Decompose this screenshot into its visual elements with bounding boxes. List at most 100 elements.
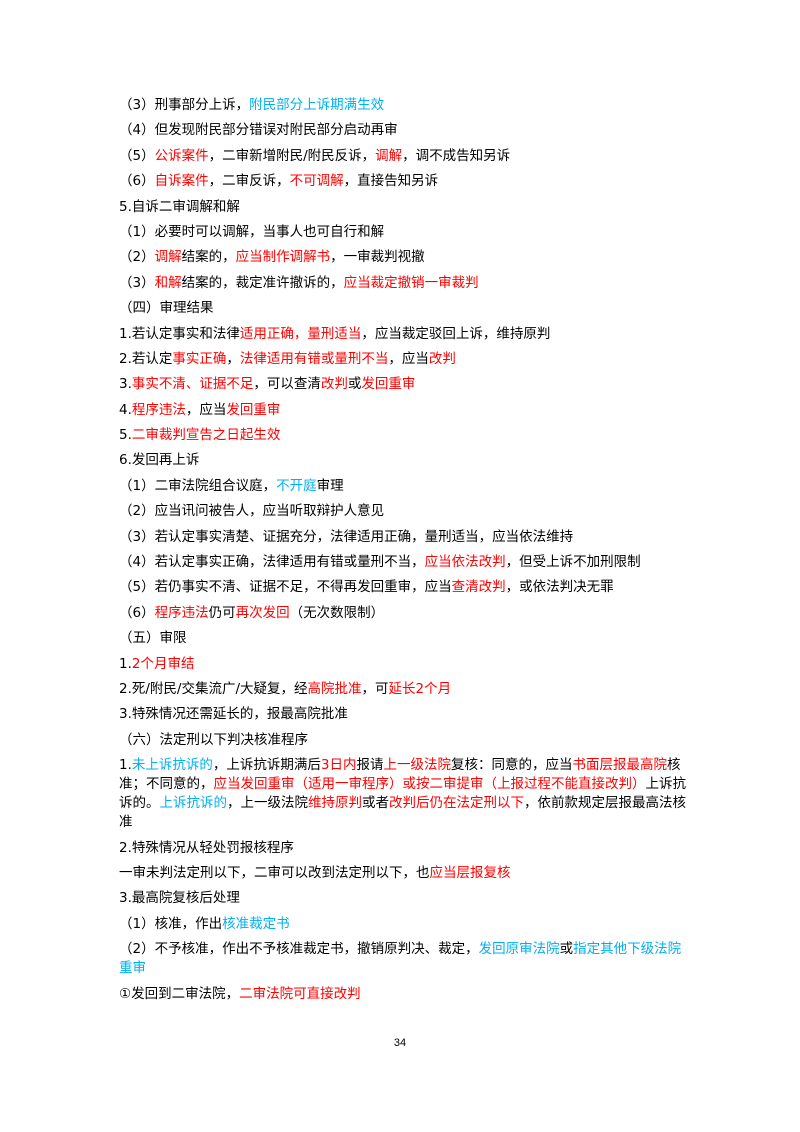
text-line: （5）若仍事实不清、证据不足，不得再发回重审，应当查清改判，或依法判决无罪 [119,578,689,597]
text-segment: 1. [119,757,132,774]
text-line: （1）必要时可以调解，当事人也可自行和解 [119,223,689,242]
text-segment: （2）应当讯问被告人，应当听取辩护人意见 [119,503,385,520]
text-segment: 或 [559,941,574,958]
text-segment: ，二审反诉， [208,173,290,190]
text-line: （1）二审法院组合议庭，不开庭审理 [119,477,689,496]
highlight-red-text: 事实正确 [172,350,227,367]
text-segment: （四）审理结果 [119,300,214,317]
highlight-red-text: 2个月审结 [131,655,195,672]
text-segment: ，一审裁判视撤 [330,249,425,266]
text-line: （6）程序违法仍可再次发回（无次数限制） [119,604,689,623]
text-line: 一审未判法定刑以下，二审可以改到法定刑以下，也应当层报复核 [119,864,689,883]
highlight-red-text: 二审裁判宣告之日起生效 [131,427,281,444]
highlight-red-text: 书面层报最高院 [572,757,667,774]
page-content: （3）刑事部分上诉，附民部分上诉期满生效（4）但发现附民部分错误对附民部分启动再… [119,96,689,1010]
text-segment: （无次数限制） [289,604,385,621]
text-segment: 3.最高院复核后处理 [119,890,240,907]
text-segment: ，可以查清 [253,376,321,393]
text-segment: 核准；不同意的， [119,757,681,793]
text-line: 6.发回再上诉 [119,451,689,470]
text-segment: （1）核准，作出 [119,915,223,932]
text-line: 3.最高院复核后处理 [119,889,689,908]
text-segment: ，或依法判决无罪 [505,579,614,596]
text-segment: 6.发回再上诉 [119,452,200,469]
highlight-red-text: 3日内 [320,757,357,774]
text-segment: ，但受上诉不加刑限制 [505,554,641,571]
text-segment: ， [226,350,240,367]
highlight-blue-text: 未上诉抗诉的 [131,757,213,774]
text-line: 2.若认定事实正确，法律适用有错或量刑不当，应当改判 [119,350,689,369]
highlight-red-text: 调解 [154,249,182,266]
text-line: （2）应当讯问被告人，应当听取辩护人意见 [119,502,689,521]
text-segment: （6） [119,173,155,190]
text-line: 2.特殊情况从轻处罚报核程序 [119,839,689,858]
text-segment: 1.若认定事实和法律 [119,325,240,342]
highlight-red-text: 调解 [375,147,403,164]
text-line: （1）核准，作出核准裁定书 [119,915,689,934]
text-segment: 3. [119,376,132,393]
text-segment: （五）审限 [119,630,187,647]
text-segment: 3.特殊情况还需延长的，报最高院批准 [119,706,348,723]
highlight-red-text: 程序违法 [131,401,186,418]
highlight-red-text: 事实不清、证据不足 [131,376,254,393]
highlight-red-text: 再次发回 [235,604,290,621]
text-segment: ，可 [361,680,389,697]
highlight-red-text: 改判 [320,376,348,393]
text-segment: 或 [347,376,362,393]
highlight-blue-text: 核准裁定书 [222,915,290,932]
text-line: 1.若认定事实和法律适用正确，量刑适当，应当裁定驳回上诉，维持原判 [119,325,689,344]
text-segment: （1）二审法院组合议庭， [119,477,277,494]
text-segment: （3）若认定事实清楚、证据充分，法律适用正确，量刑适当，应当依法维持 [119,528,574,545]
text-line: 3.特殊情况还需延长的，报最高院批准 [119,705,689,724]
text-segment: 仍可 [208,604,236,621]
text-line: （2）调解结案的，应当制作调解书，一审裁判视撤 [119,248,689,267]
text-line: （3）和解结案的，裁定准许撤诉的，应当裁定撤销一审裁判 [119,274,689,293]
text-segment: 2.若认定 [119,350,173,367]
text-segment: （2） [119,249,155,266]
text-segment: 5.自诉二审调解和解 [119,198,240,215]
highlight-red-text: 发回重审 [361,376,416,393]
text-segment: （4）但发现附民部分错误对附民部分启动再审 [119,122,398,139]
text-segment: 4. [119,401,132,418]
text-segment: （3） [119,274,155,291]
text-line: 4.程序违法，应当发回重审 [119,401,689,420]
highlight-red-text: 公诉案件 [154,147,209,164]
text-segment: ①发回到二审法院， [119,985,240,1002]
highlight-red-text: 维持原判 [308,795,362,812]
text-segment: 结案的，裁定准许撤诉的， [181,274,344,291]
highlight-red-text: 发回重审 [226,401,281,418]
highlight-red-text: 适用正确，量刑适当 [239,325,362,342]
text-segment: 1. [119,655,132,672]
text-segment: ，上一级法院 [227,795,308,812]
text-line: 3.事实不清、证据不足，可以查清改判或发回重审 [119,375,689,394]
highlight-red-text: 法律适用有错或量刑不当 [239,350,389,367]
text-segment: 5. [119,427,132,444]
highlight-red-text: 二审法院可直接改判 [239,985,361,1002]
highlight-red-text: 延长2个月 [388,680,452,697]
text-line: （五）审限 [119,629,689,648]
highlight-red-text: 不可调解 [289,173,344,190]
text-segment: （2）不予核准，作出不予核准裁定书，撤销原判决、裁定， [119,941,479,958]
text-segment: （3）刑事部分上诉， [119,97,250,113]
highlight-red-text: 应当制作调解书 [235,249,331,266]
text-line: 5.自诉二审调解和解 [119,198,689,217]
text-line: （4）但发现附民部分错误对附民部分启动再审 [119,121,689,140]
text-line: 1.2个月审结 [119,655,689,674]
text-segment: 2.死/附民/交集流广/大疑复，经 [119,680,308,697]
text-line: 1.未上诉抗诉的，上诉抗诉期满后3日内报请上一级法院复核：同意的，应当书面层报最… [119,756,689,832]
highlight-red-text: 应当裁定撤销一审裁判 [343,274,479,291]
text-segment: 报请 [356,757,384,774]
text-segment: ，应当裁定驳回上诉，维持原判 [361,325,551,342]
highlight-blue-text: 发回原审法院 [478,941,560,958]
text-segment: 2.特殊情况从轻处罚报核程序 [119,839,294,856]
text-segment: ，应当 [388,350,429,367]
text-segment: 审理 [316,477,344,494]
text-segment: （6） [119,604,155,621]
highlight-red-text: 应当依法改判 [424,554,506,571]
text-segment: 结案的， [181,249,236,266]
text-segment: （4）若认定事实正确，法律适用有错或量刑不当， [119,554,425,571]
highlight-blue-text: 上诉抗诉的 [159,795,228,812]
text-segment: ，应当 [185,401,227,418]
highlight-red-text: 自诉案件 [154,173,209,190]
text-segment: ，直接告知另诉 [343,173,439,190]
